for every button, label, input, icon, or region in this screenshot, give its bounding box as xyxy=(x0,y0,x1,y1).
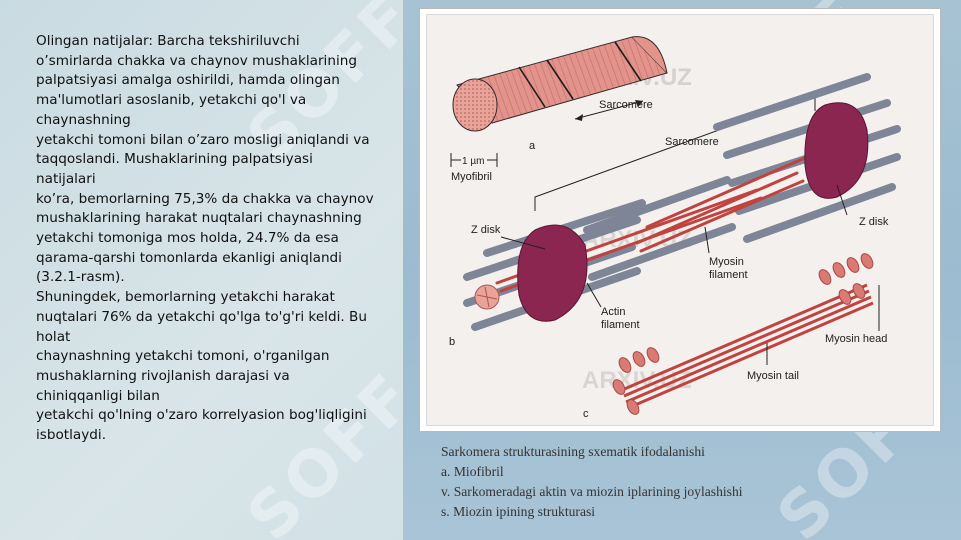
label-actin-filament: Actin xyxy=(601,306,625,318)
filament-cross-section xyxy=(474,284,500,310)
caption-item-b: v. Sarkomeradagi aktin va miozin iplarin… xyxy=(441,484,743,499)
text-line: natijalari xyxy=(36,170,96,187)
text-line: chaynashning xyxy=(36,111,131,128)
caption-item-c: s. Miozin ipining strukturasi xyxy=(441,504,596,519)
label-sarcomere-b: Sarcomere xyxy=(665,136,719,148)
figure-frame: ARXIV.UZ ARXIV.UZ ARXIV.UZ Sarcomere a xyxy=(419,8,941,432)
myosin-molecule xyxy=(621,283,874,410)
label-myosin-head: Myosin head xyxy=(825,333,887,345)
text-line: qarama-qarshi tomonlarda ekanligi aniqla… xyxy=(36,249,342,266)
text-line: holat xyxy=(36,328,71,345)
label-myosin-filament: filament xyxy=(709,269,748,281)
myosin-heads xyxy=(612,253,874,415)
figure-panel: ARXIV.UZ ARXIV.UZ ARXIV.UZ Sarcomere a xyxy=(426,14,934,426)
text-line: palpatsiyasi amalga oshirildi, hamda oli… xyxy=(36,72,340,89)
text-line: chiniqqanligi bilan xyxy=(36,387,160,404)
text-line: yetakchi qo'lning o'zaro korrelyasion bo… xyxy=(36,407,367,424)
text-line: Olingan natijalar: Barcha tekshiriluvchi xyxy=(36,33,300,49)
myofibril-cylinder xyxy=(452,36,668,132)
text-line: isbotlaydi. xyxy=(36,427,107,444)
caption-item-a: a. Miofibril xyxy=(441,464,504,479)
label-panel-b: b xyxy=(449,336,455,348)
sarcomere-diagram: ARXIV.UZ ARXIV.UZ ARXIV.UZ Sarcomere a xyxy=(449,36,901,420)
label-panel-a: a xyxy=(529,140,536,152)
text-line: taqqoslandi. Mushaklarining palpatsiyasi xyxy=(36,151,313,168)
label-panel-c: c xyxy=(583,408,589,420)
label-scale: 1 µm xyxy=(462,156,484,167)
figure-caption: Sarkomera strukturasining sxematik ifoda… xyxy=(441,442,941,522)
label-z-disk-left: Z disk xyxy=(471,224,501,236)
text-line: o’smirlarda chakka va chaynov mushaklari… xyxy=(36,52,357,69)
label-z-disk-right: Z disk xyxy=(859,216,889,228)
text-line: nuqtalari 76% da yetakchi qo'lga to'g'ri… xyxy=(36,308,367,325)
label-actin-filament: filament xyxy=(601,319,640,331)
label-myosin-filament: Myosin xyxy=(709,256,744,268)
text-line: ko’ra, bemorlarning 75,3% da chakka va c… xyxy=(36,190,374,207)
z-disk-left xyxy=(517,224,588,322)
text-line: mushaklarning rivojlanish darajasi va xyxy=(36,367,290,384)
label-myofibril: Myofibril xyxy=(451,171,492,183)
text-line: ma'lumotlari asoslanib, yetakchi qo'l va xyxy=(36,92,307,109)
text-line: Shuningdek, bemorlarning yetakchi haraka… xyxy=(36,289,335,306)
text-line: yetakchi tomoniga mos holda, 24.7% da es… xyxy=(36,230,339,247)
text-line: (3.2.1-rasm). xyxy=(36,269,125,286)
z-disk-right xyxy=(804,102,869,199)
text-line: mushaklarining harakat nuqtalari chaynas… xyxy=(36,210,362,227)
body-text: Olingan natijalar: Barcha tekshiriluvchi… xyxy=(36,32,396,446)
caption-title: Sarkomera strukturasining sxematik ifoda… xyxy=(441,444,705,459)
text-line: chaynashning yetakchi tomoni, o'rganilga… xyxy=(36,348,330,365)
label-sarcomere-a: Sarcomere xyxy=(599,99,653,111)
text-line: yetakchi tomoni bilan o’zaro mosligi ani… xyxy=(36,131,370,148)
label-myosin-tail: Myosin tail xyxy=(747,370,799,382)
